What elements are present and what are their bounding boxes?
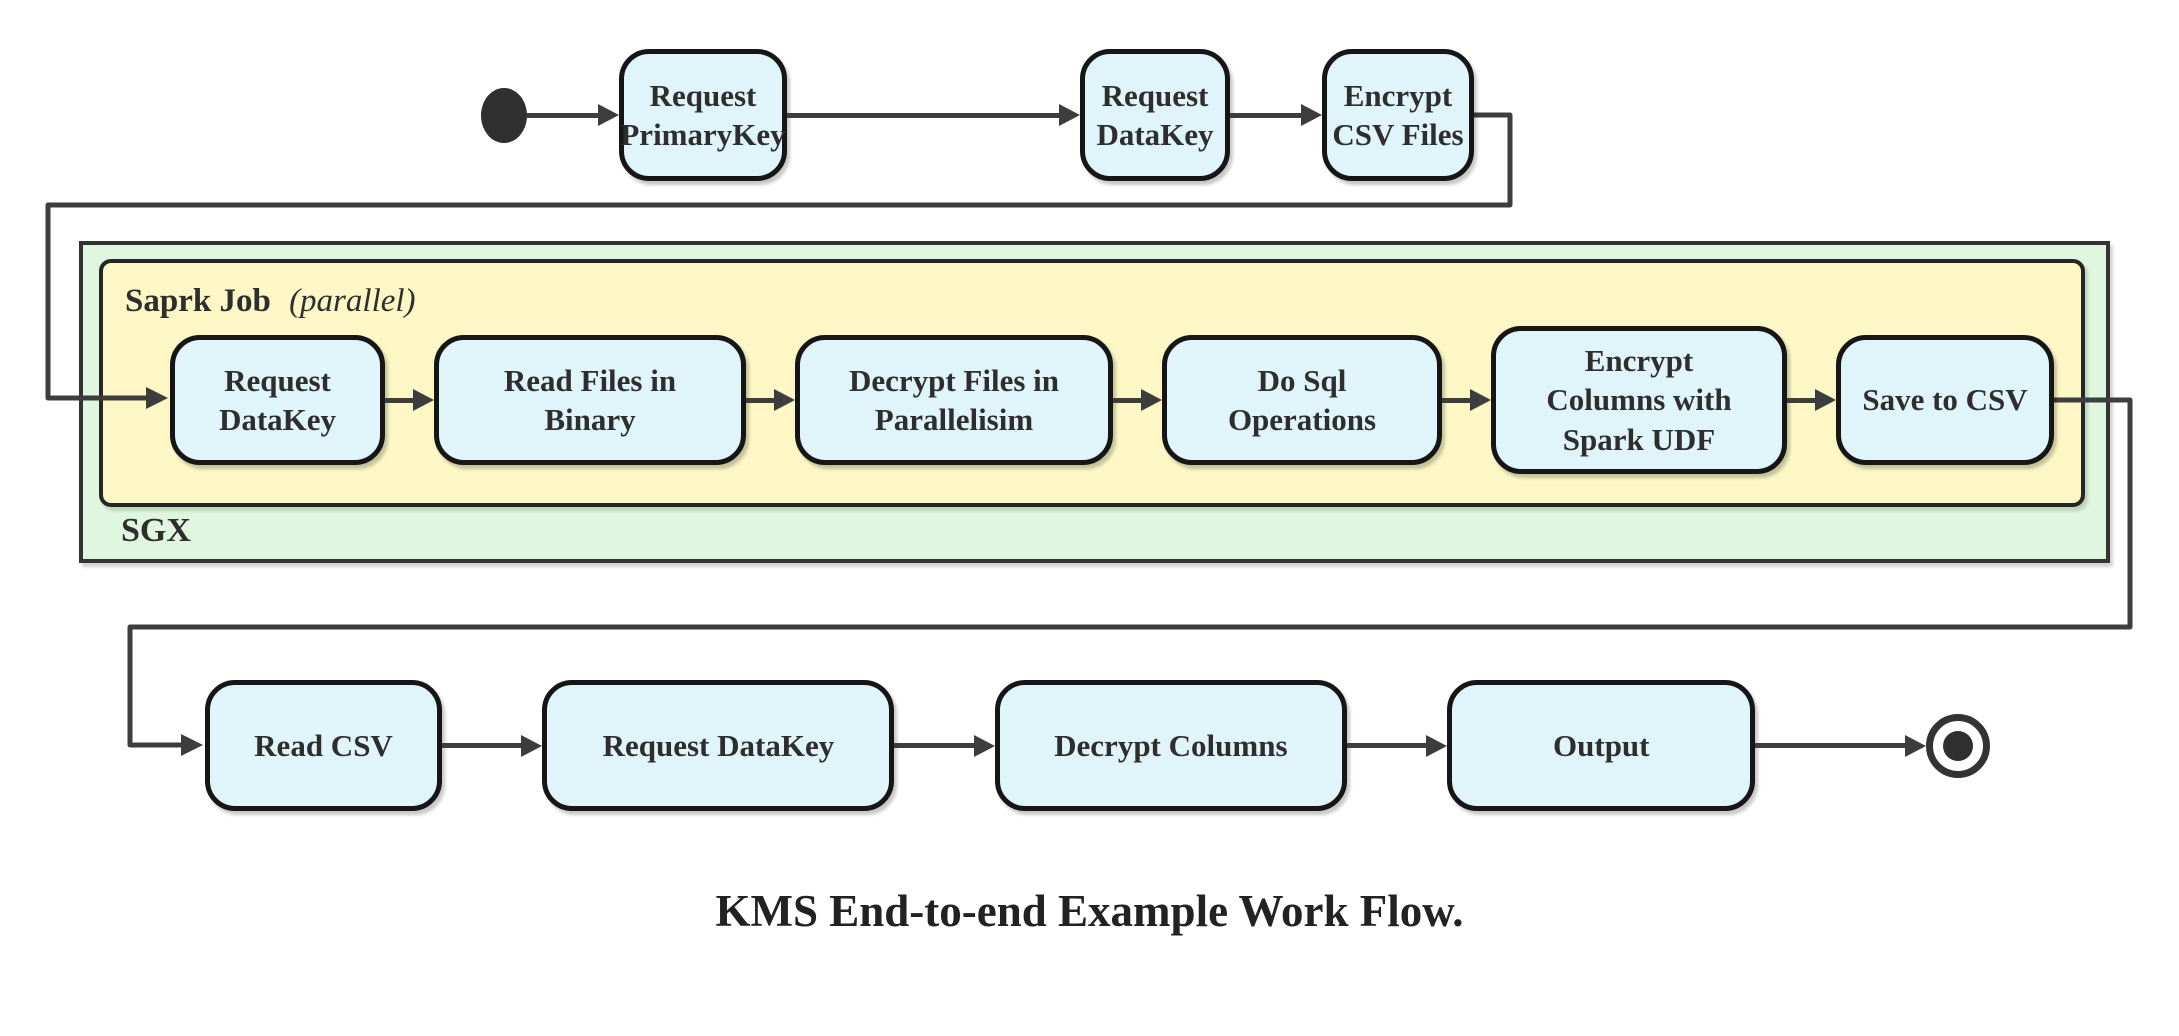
sgx-label: SGX [121,512,191,549]
arrow-shaft [1113,397,1141,403]
node-request-datakey-bottom: Request DataKey [542,680,895,811]
spark-job-row: Request DataKey Read Files in Binary Dec… [170,326,2054,474]
arrow-shaft [1230,112,1301,118]
node-encrypt-csv-files: Encrypt CSV Files [1322,49,1474,181]
flow-arrow [894,734,995,757]
connector-sgx-to-bottom [127,397,2133,748]
arrowhead-icon [1904,734,1926,757]
flow-arrow [1230,104,1322,126]
node-save-to-csv: Save to CSV [1836,335,2054,465]
arrow-shaft [894,743,974,748]
node-output: Output [1447,680,1756,811]
arrow-shaft [385,397,413,403]
flow-arrow [1346,734,1448,757]
node-decrypt-columns: Decrypt Columns [994,680,1347,811]
arrowhead-icon [1141,389,1162,411]
flow-arrow [442,734,543,757]
arrowhead-icon [1815,389,1836,411]
flow-arrow [1755,734,1926,757]
node-request-datakey-sgx: Request DataKey [170,335,385,465]
arrow-shaft [527,112,598,118]
arrow-shaft [1755,743,1905,748]
flow-arrow [1442,389,1491,411]
arrowhead-icon [1426,734,1448,757]
arrowhead-into-bottom-row [181,734,203,756]
flow-arrow [787,104,1080,126]
arrow-shaft [746,397,774,403]
arrow-shaft [442,743,522,748]
arrowhead-icon [413,389,434,411]
node-do-sql-operations: Do Sql Operations [1162,335,1442,465]
spark-job-label: Saprk Job (parallel) [125,283,416,320]
arrow-shaft [1346,743,1427,748]
start-state-icon [481,87,527,143]
flow-arrow [1113,389,1162,411]
node-read-files-in-binary: Read Files in Binary [434,335,746,465]
arrowhead-icon [973,734,995,757]
connector-top-to-sgx [45,112,1513,401]
arrowhead-icon [521,734,543,757]
flow-arrow [746,389,795,411]
flow-arrow [527,104,619,126]
arrowhead-icon [774,389,795,411]
node-encrypt-columns-with-spark-udf: Encrypt Columns with Spark UDF [1491,326,1787,474]
top-row: Request PrimaryKey Request DataKey Encry… [481,49,1474,181]
arrowhead-icon [1301,104,1322,126]
node-request-primarykey: Request PrimaryKey [619,49,787,181]
arrow-shaft [1442,397,1470,403]
diagram-caption: KMS End-to-end Example Work Flow. [715,886,1464,936]
spark-job-label-bold: Saprk Job [125,283,271,319]
arrowhead-icon [598,104,619,126]
arrowhead-icon [1059,104,1080,126]
arrow-shaft [787,112,1059,118]
node-read-csv: Read CSV [205,680,442,811]
spark-job-label-italic: (parallel) [289,283,416,319]
node-request-datakey-top: Request DataKey [1080,49,1230,181]
end-state-dot [1942,730,1973,761]
flow-arrow [1787,389,1836,411]
arrowhead-icon [1470,389,1491,411]
node-decrypt-files-in-parallelisim: Decrypt Files in Parallelisim [795,335,1113,465]
end-state-icon [1925,713,1990,778]
bottom-row: Read CSV Request DataKey Decrypt Columns… [205,680,1990,811]
arrowhead-into-sgx [146,387,168,409]
arrow-shaft [1787,397,1815,403]
flow-arrow [385,389,434,411]
